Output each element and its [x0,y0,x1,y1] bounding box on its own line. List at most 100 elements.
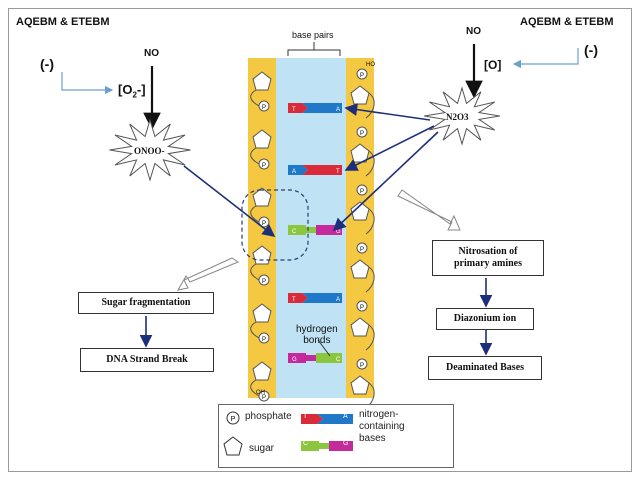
left-sugar-unit [252,71,272,91]
phosphate-legend-icon [226,411,240,425]
right-phosphate-unit [356,242,368,254]
n2o3-label: N2O3 [446,112,469,122]
base-pairs-bracket [287,42,341,56]
left-backbone-link [250,205,260,223]
right-inhibit-sign: (-) [584,42,598,58]
base-letter-right: C [336,357,341,363]
legend-phosphate-label: phosphate [245,411,292,422]
right-sugar-unit [350,259,370,279]
left-superoxide-label: [O2-] [118,82,146,100]
strand-end-bottom: OH [256,390,265,396]
n2o3-to-base-arrow-1 [344,103,431,121]
right-backbone-link [365,208,375,235]
left-inhibit-sign: (-) [40,56,54,72]
base-left [288,293,308,303]
hollow-arrow-left [177,257,240,291]
base-letter-right: T [336,169,340,175]
right-oxygen-label: [O] [484,58,502,72]
right-phosphate-unit [356,358,368,370]
highlighted-nucleotide [241,189,309,261]
strand-end-top: HO [366,62,375,68]
n2o3-to-base-arrow-3 [332,131,439,232]
pair-legend-icon-a [301,414,353,424]
base-left-tab [306,355,316,361]
right-backbone-link [365,266,375,293]
left-phosphate-mark: P [262,395,266,401]
right-agent-label: AQEBM & ETEBM [520,16,614,28]
left-phosphate-mark: P [262,337,266,343]
base-pair-rungs: T A A T C G T A G C [288,103,342,363]
legend-pair-b-right: G [343,440,349,447]
legend-pair-a-left: T [303,413,308,420]
dna-strand-break-box: DNA Strand Break [80,348,214,372]
left-phosphate-mark: P [262,105,266,111]
left-agent-label: AQEBM & ETEBM [16,16,110,28]
left-backbone-link [250,147,260,165]
left-phosphate-mark: P [262,221,266,227]
legend-sugar-label: sugar [249,443,275,454]
base-letter-right: A [336,297,340,303]
sugar-legend-icon [223,436,243,456]
base-right [316,225,342,235]
base-left-tab [306,227,316,233]
right-phosphate-mark: P [360,73,364,79]
right-phosphate-unit [356,68,368,80]
base-left [288,103,308,113]
onoo-to-sugar-arrow [183,165,276,237]
left-inhibition-arrow [61,72,114,95]
onoo-label: ONOO- [134,146,165,156]
left-backbone-link [250,89,260,107]
right-sugar-unit [350,201,370,221]
base-letter-right: A [336,107,340,113]
base-letter-left: T [292,297,296,303]
diazonium-box: Diazonium ion [436,308,534,330]
right-sugar-unit [350,85,370,105]
left-sugar-unit [252,303,272,323]
base-letter-left: A [292,169,296,175]
base-right [302,165,342,175]
base-right [302,103,342,113]
right-phosphate-mark: P [360,305,364,311]
right-sugar-unit [350,317,370,337]
legend-bases-label: nitrogen- containing bases [359,409,405,444]
nitrosation-box: Nitrosation of primary amines [432,240,544,276]
base-left [288,165,308,175]
base-letter-right: G [336,229,341,235]
right-phosphate-mark: P [360,131,364,137]
legend-pair-a-right: A [343,413,348,420]
right-backbone-link [365,324,375,351]
right-no-label: NO [466,26,481,37]
left-backbone-link [250,263,260,281]
left-phosphate-mark: P [262,279,266,285]
left-backbone-link [250,379,260,397]
legend: P phosphate sugar nitrogen- containing b… [218,404,454,468]
svg-text:P: P [231,416,236,423]
right-phosphate-mark: P [360,247,364,253]
onoo-starburst [109,118,191,182]
base-left [288,225,306,235]
right-backbone-link [365,92,375,119]
sugar-fragmentation-box: Sugar fragmentation [78,292,214,314]
base-pairs-label: base pairs [292,30,334,40]
hollow-arrow-right [397,189,461,231]
base-letter-left: C [292,229,297,235]
left-sugar-unit [252,361,272,381]
base-letter-left: T [292,107,296,113]
left-sugar-unit [252,187,272,207]
right-phosphate-unit [356,184,368,196]
n2o3-to-base-arrow-2 [344,125,435,171]
hydrogen-bonds-leader [317,339,331,357]
base-letter-left: G [292,357,297,363]
left-sugar-unit [252,129,272,149]
right-phosphate-unit [356,126,368,138]
right-sugar-unit [350,375,370,395]
left-phosphate-mark: P [262,163,266,169]
right-backbone-link [365,150,375,177]
left-backbone-link [250,321,260,339]
base-left [288,353,306,363]
deaminated-bases-box: Deaminated Bases [428,356,542,380]
right-phosphate-unit [356,300,368,312]
